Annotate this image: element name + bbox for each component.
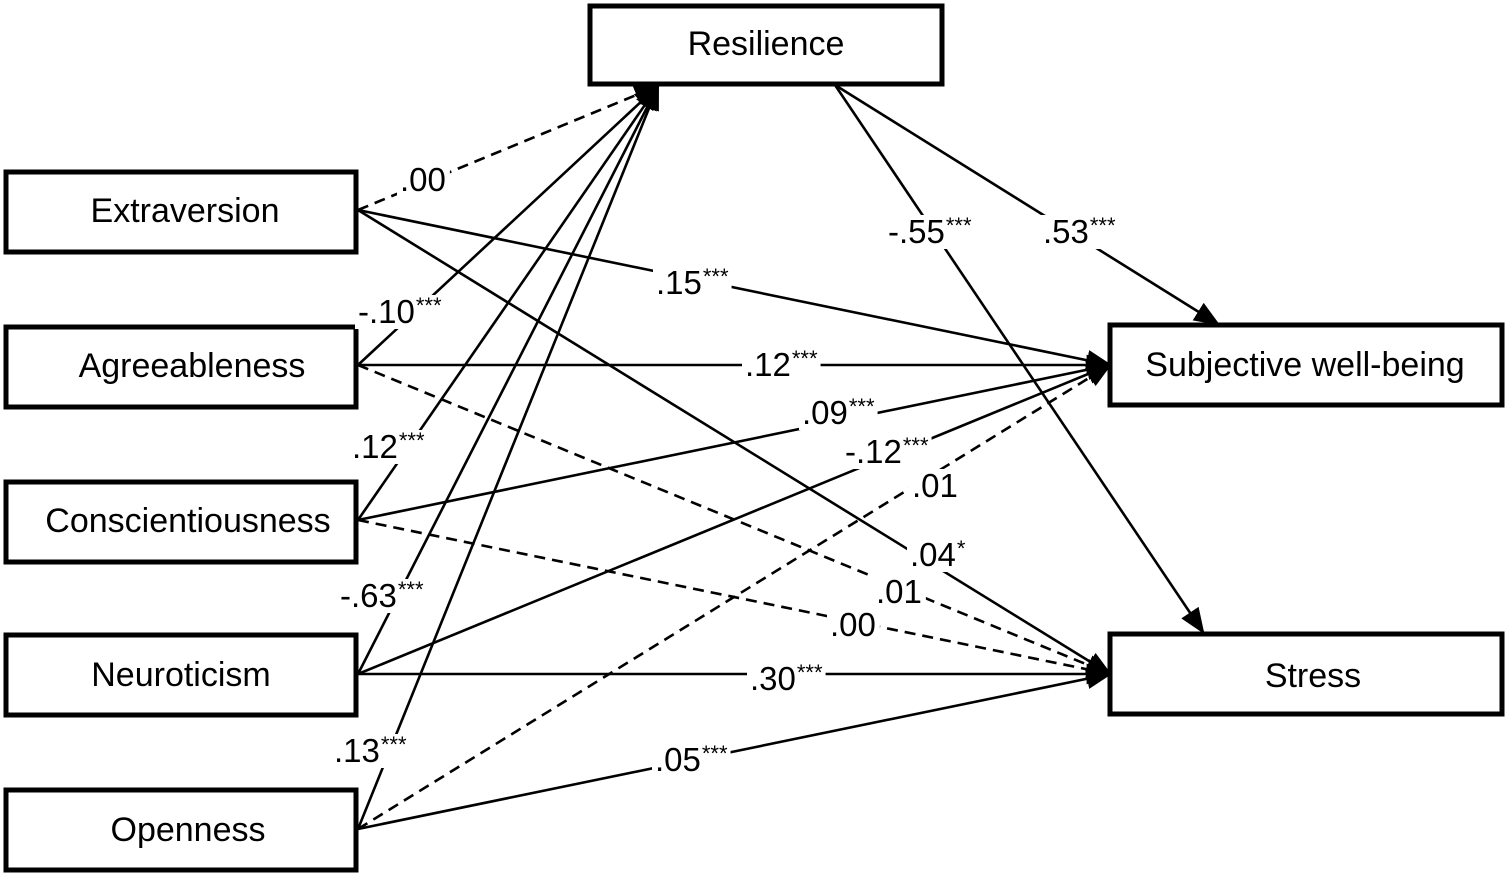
node-conscientiousness: Conscientiousness	[3, 479, 359, 565]
nodes-layer: Resilience Extraversion Agreeableness Co…	[3, 3, 1505, 873]
node-label-resilience: Resilience	[688, 25, 845, 63]
node-extraversion: Extraversion	[3, 169, 359, 255]
sig-conscientiousness-swb: ***	[849, 394, 875, 419]
node-label-extraversion: Extraversion	[91, 192, 280, 230]
edge-conscientiousness-stress	[357, 518, 1113, 680]
node-openness: Openness	[3, 787, 359, 873]
node-label-swb: Subjective well-being	[1145, 346, 1464, 384]
coef-extraversion-swb: .15	[656, 264, 702, 301]
sig-resilience-stress: ***	[946, 213, 972, 238]
label-agreeableness-resilience: -.10 ***	[355, 293, 445, 330]
edge-extraversion-swb	[357, 208, 1113, 371]
label-agreeableness-stress: .01	[873, 573, 926, 610]
sig-neuroticism-swb: ***	[903, 433, 929, 458]
coef-resilience-swb: .53	[1043, 213, 1089, 250]
sig-resilience-swb: ***	[1090, 213, 1116, 238]
edge-neuroticism-resilience	[356, 83, 660, 675]
node-label-stress: Stress	[1265, 657, 1361, 695]
label-conscientiousness-swb: .09 ***	[799, 394, 878, 431]
coef-openness-stress: .05	[655, 741, 701, 778]
label-resilience-swb: .53 ***	[1040, 213, 1119, 250]
edge-resilience-stress	[833, 84, 1205, 635]
edge-extraversion-stress	[357, 208, 1113, 676]
coef-agreeableness-swb: .12	[745, 346, 791, 383]
coef-neuroticism-stress: .30	[750, 660, 796, 697]
label-neuroticism-stress: .30 ***	[747, 660, 826, 697]
label-openness-resilience: .13 ***	[331, 732, 410, 769]
node-neuroticism: Neuroticism	[3, 632, 359, 718]
label-neuroticism-swb: -.12 ***	[842, 433, 932, 470]
sig-conscientiousness-resilience: ***	[399, 428, 425, 453]
label-openness-swb: .01	[909, 467, 962, 504]
sig-extraversion-stress: *	[957, 536, 966, 561]
sig-extraversion-swb: ***	[703, 264, 729, 289]
edge-resilience-swb	[834, 83, 1221, 326]
node-stress: Stress	[1107, 631, 1505, 717]
label-agreeableness-swb: .12 ***	[742, 346, 821, 383]
label-resilience-stress: -.55 ***	[885, 213, 975, 250]
coef-conscientiousness-swb: .09	[802, 394, 848, 431]
coef-neuroticism-swb: -.12	[845, 433, 902, 470]
coef-extraversion-stress: .04	[910, 536, 956, 573]
sig-agreeableness-resilience: ***	[416, 293, 442, 318]
sig-agreeableness-swb: ***	[792, 346, 818, 371]
label-openness-stress: .05 ***	[652, 741, 731, 778]
coef-conscientiousness-stress: .00	[830, 606, 876, 643]
edges-layer	[356, 83, 1221, 831]
label-conscientiousness-resilience: .12 ***	[349, 428, 428, 465]
label-conscientiousness-stress: .00	[827, 606, 880, 643]
node-swb: Subjective well-being	[1107, 322, 1505, 408]
label-extraversion-resilience: .00	[397, 161, 450, 198]
node-agreeableness: Agreeableness	[3, 324, 359, 410]
node-label-neuroticism: Neuroticism	[91, 656, 270, 694]
sig-openness-stress: ***	[702, 741, 728, 766]
sig-neuroticism-resilience: ***	[398, 577, 424, 602]
node-label-openness: Openness	[111, 811, 266, 849]
node-label-conscientiousness: Conscientiousness	[45, 502, 330, 540]
edge-agreeableness-stress	[357, 363, 1113, 676]
coef-resilience-stress: -.55	[888, 213, 945, 250]
labels-layer: .00 -.10 *** .12 *** -.63 *** .13 *** .5…	[331, 161, 1119, 778]
coef-neuroticism-resilience: -.63	[340, 577, 397, 614]
edge-openness-stress	[357, 668, 1113, 831]
label-neuroticism-resilience: -.63 ***	[337, 577, 427, 614]
label-extraversion-swb: .15 ***	[653, 264, 732, 301]
coef-openness-resilience: .13	[334, 732, 380, 769]
coef-agreeableness-stress: .01	[876, 573, 922, 610]
edge-openness-resilience	[356, 83, 660, 830]
coef-openness-swb: .01	[912, 467, 958, 504]
node-label-agreeableness: Agreeableness	[79, 347, 306, 385]
coef-agreeableness-resilience: -.10	[358, 293, 415, 330]
node-resilience: Resilience	[587, 3, 945, 87]
coef-extraversion-resilience: .00	[400, 161, 446, 198]
sig-neuroticism-stress: ***	[797, 660, 823, 685]
sig-openness-resilience: ***	[381, 732, 407, 757]
coef-conscientiousness-resilience: .12	[352, 428, 398, 465]
label-extraversion-stress: .04 *	[907, 536, 969, 573]
